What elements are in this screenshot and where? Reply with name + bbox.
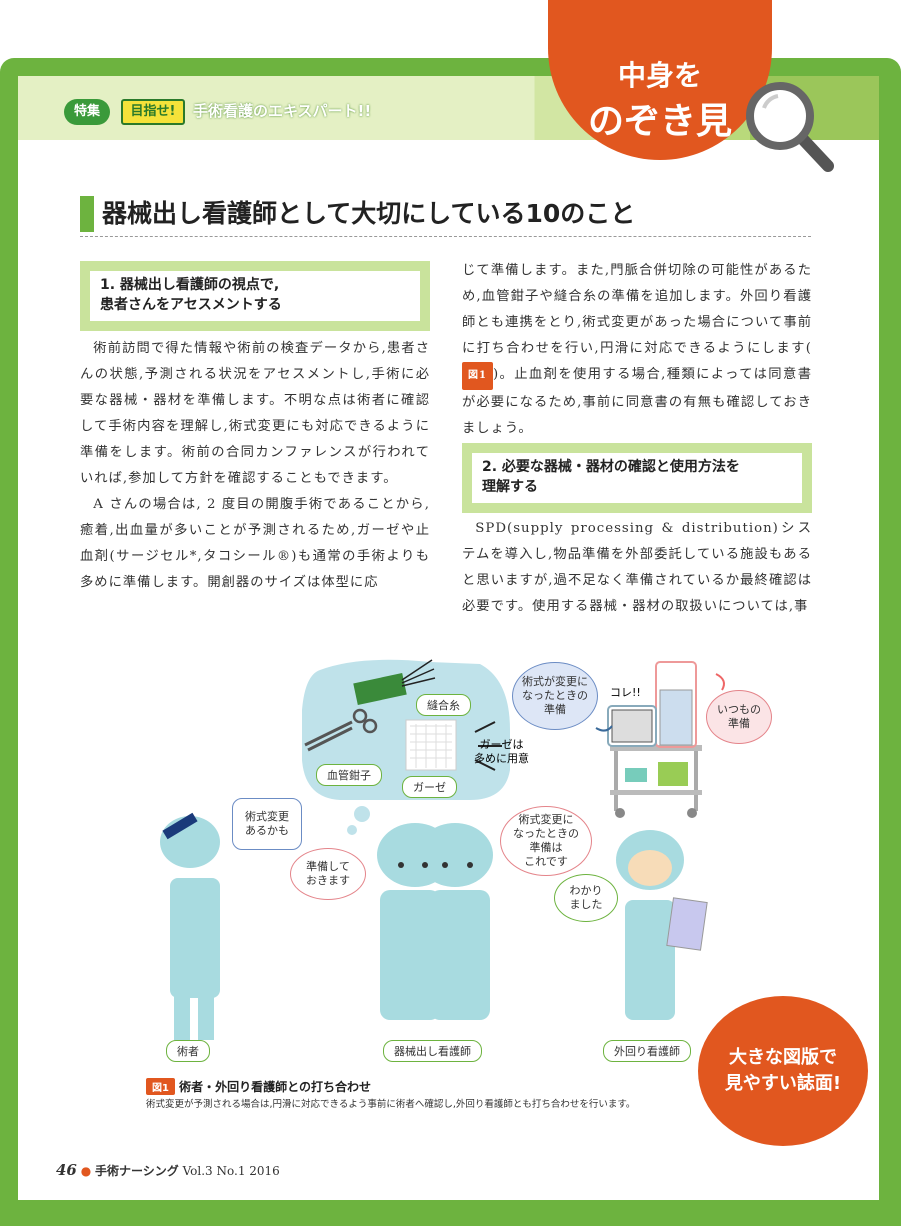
journal-volume: Vol.3 No.1 2016 — [182, 1164, 280, 1178]
right-paragraph-2: SPD(supply processing & distribution)システ… — [462, 521, 812, 614]
badge-line2: のぞき見 — [587, 101, 732, 142]
left-paragraph-2: A さんの場合は, 2 度目の開腹手術であることから,癒着,出血量が多いことが予… — [80, 497, 430, 590]
right-paragraph-1: じて準備します。また,門脈合併切除の可能性があるため,血管鉗子や縫合糸の準備を追… — [462, 258, 812, 442]
label-gauze: ガーゼ — [402, 776, 457, 798]
promo-line2: 見やすい誌面! — [724, 1073, 842, 1094]
right-column-bottom: SPD(supply processing & distribution)システ… — [462, 516, 812, 620]
bubble-scrub-2: 術式変更に なったときの 準備は これです — [500, 806, 592, 876]
section2-heading-line2: 理解する — [482, 479, 538, 495]
role-scrub: 器械出し看護師 — [383, 1040, 482, 1062]
label-clamp: 血管鉗子 — [316, 764, 382, 786]
section2-heading-line1: 2. 必要な器械・器材の確認と使用方法を — [482, 459, 740, 475]
label-gauze-note: ガーゼは 多めに用意 — [474, 738, 529, 765]
tag-aim: 目指せ! — [121, 99, 185, 125]
left-paragraph-1: 術前訪問で得た情報や術前の検査データから,患者さんの状態,予測される状況をアセス… — [80, 341, 430, 486]
label-suture: 縫合糸 — [416, 694, 471, 716]
caption-title-text: 術者・外回り看護師との打ち合わせ — [179, 1080, 372, 1094]
left-column: 術前訪問で得た情報や術前の検査データから,患者さんの状態,予測される状況をアセス… — [80, 336, 430, 596]
page-number: 46 — [56, 1161, 77, 1179]
section1-heading-box: 1. 器械出し看護師の視点で, 患者さんをアセスメントする — [80, 261, 430, 331]
article-title: 器械出し看護師として大切にしている10のこと — [102, 199, 636, 228]
figure-ref: 図1 — [462, 362, 493, 390]
section2-heading-box: 2. 必要な器械・器材の確認と使用方法を 理解する — [462, 443, 812, 513]
figure-caption-title: 図1 術者・外回り看護師との打ち合わせ — [146, 1078, 371, 1095]
badge-line1: 中身を — [617, 59, 702, 92]
title-divider — [80, 236, 811, 237]
label-kore: コレ!! — [610, 686, 641, 699]
journal-name: 手術ナーシング — [95, 1164, 179, 1178]
footer-bullet-icon: ● — [80, 1164, 92, 1178]
bubble-surgeon: 術式変更 あるかも — [232, 798, 302, 850]
series-title: 手術看護のエキスパート!! — [193, 102, 372, 120]
bubble-circulating: わかり ました — [554, 874, 618, 922]
figure-caption-desc: 術式変更が予測される場合は,円滑に対応できるよう事前に術者へ確認し,外回り看護師… — [146, 1099, 636, 1110]
tag-feature: 特集 — [64, 99, 110, 125]
right-column-top: じて準備します。また,門脈合併切除の可能性があるため,血管鉗子や縫合糸の準備を追… — [462, 258, 812, 442]
role-circulating: 外回り看護師 — [603, 1040, 691, 1062]
right-p1-part-a: じて準備します。また,門脈合併切除の可能性があるため,血管鉗子や縫合糸の準備を追… — [462, 263, 812, 356]
promo-badge: 大きな図版で 見やすい誌面! — [698, 996, 868, 1146]
section1-heading-line1: 1. 器械出し看護師の視点で, — [100, 277, 280, 293]
preview-badge: 中身を のぞき見 — [548, 0, 772, 160]
page-footer: 46 ● 手術ナーシング Vol.3 No.1 2016 — [56, 1161, 280, 1179]
caption-fig-num: 図1 — [146, 1078, 175, 1095]
bubble-change-prep: 術式が変更に なったときの 準備 — [512, 662, 598, 730]
promo-line1: 大きな図版で — [729, 1047, 837, 1068]
bubble-usual: いつもの 準備 — [706, 690, 772, 744]
title-accent — [80, 196, 94, 232]
magnifier-icon — [746, 82, 834, 172]
section1-heading-line2: 患者さんをアセスメントする — [100, 297, 282, 313]
right-p1-part-b: )。止血剤を使用する場合,種類によっては同意書が必要になるため,事前に同意書の有… — [462, 367, 812, 436]
bubble-scrub-1: 準備して おきます — [290, 848, 366, 900]
role-surgeon: 術者 — [166, 1040, 210, 1062]
